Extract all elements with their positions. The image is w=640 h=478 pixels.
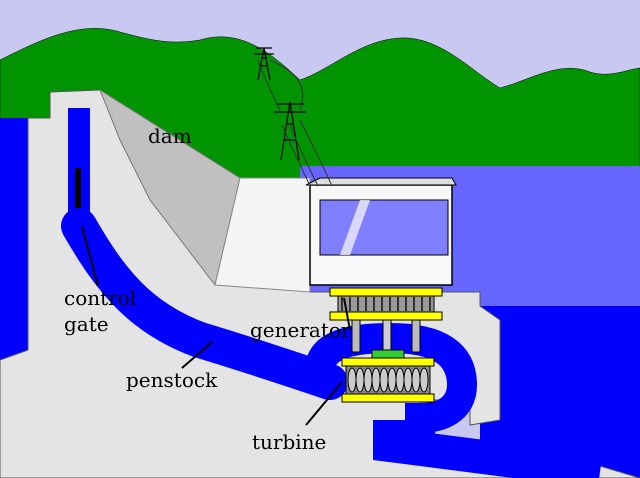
control-gate-label-line2: gate: [64, 312, 109, 336]
generator-label: generator: [250, 318, 351, 342]
penstock-pipe: [61, 208, 348, 400]
generator-ribs: [341, 297, 431, 311]
shaft-coupling: [371, 349, 405, 359]
turbine-blade: [411, 367, 421, 393]
transmission-tower-far: [254, 47, 274, 81]
dam-label: dam: [148, 124, 192, 148]
gate-shaft: [68, 108, 90, 226]
outflow-tunnel: [373, 420, 603, 478]
turbine-blade: [363, 367, 373, 393]
shaft-column-left: [351, 319, 361, 353]
generator-leader: [343, 297, 351, 331]
turbine-blade: [379, 367, 389, 393]
generator-body: [337, 295, 435, 313]
powerhouse-window: [319, 199, 449, 256]
turbine-blade: [347, 367, 357, 393]
transmission-tower-near: [274, 101, 306, 161]
dam-face: [98, 88, 241, 287]
turbine-bottom-plate: [341, 393, 435, 403]
turbine-housing: [305, 322, 478, 438]
turbine-blade: [355, 367, 365, 393]
control-gate: [75, 168, 81, 226]
penstock-leader: [181, 341, 213, 369]
power-lines: [257, 59, 333, 187]
control-gate-leader: [81, 225, 99, 287]
turbine-blade: [419, 367, 429, 393]
control-gate-label-line1: control: [64, 286, 137, 310]
powerhouse-base: [214, 177, 311, 293]
turbine-blade: [387, 367, 397, 393]
generator-top-plate: [329, 287, 443, 297]
turbine-blade: [371, 367, 381, 393]
turbine-blades: [347, 367, 429, 393]
turbine-blade: [403, 367, 413, 393]
turbine-leader: [305, 381, 343, 426]
turbine-label: turbine: [252, 430, 327, 454]
penstock-label: penstock: [126, 368, 218, 392]
turbine-top-plate: [341, 357, 435, 367]
turbine-blade: [395, 367, 405, 393]
window-glare: [340, 200, 370, 255]
shaft-column-right: [411, 319, 421, 353]
